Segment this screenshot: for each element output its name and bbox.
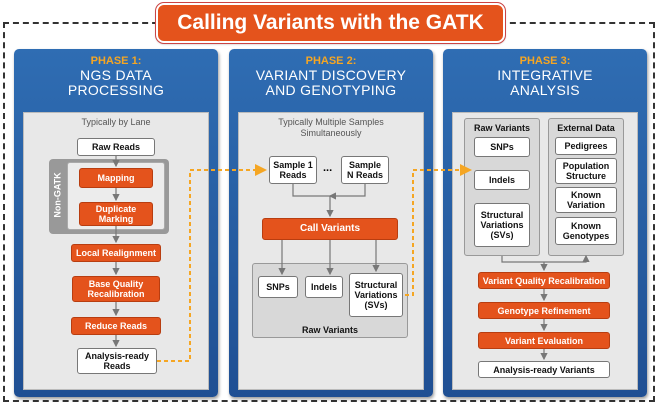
p3-raw-variants-title: Raw Variants [473, 123, 531, 133]
structural-variations-box: Structural Variations (SVs) [349, 273, 403, 317]
p3-snps-box: SNPs [474, 137, 530, 157]
phase-2-label: PHASE 2: [305, 55, 357, 67]
local-realignment-box: Local Realignment [71, 244, 161, 262]
p3-indels-box: Indels [474, 170, 530, 190]
duplicate-marking-box: Duplicate Marking [79, 202, 153, 226]
external-data-title: External Data [557, 123, 615, 133]
sample-1-reads-box: Sample 1 Reads [269, 156, 317, 184]
variant-quality-recalibration-box: Variant Quality Recalibration [478, 272, 610, 289]
diagram-title: Calling Variants with the GATK [155, 2, 506, 44]
genotype-refinement-box: Genotype Refinement [478, 302, 610, 319]
raw-variants-label: Raw Variants [301, 325, 359, 335]
indels-box: Indels [305, 276, 343, 298]
phase-3-label: PHASE 3: [519, 55, 571, 67]
known-genotypes-box: Known Genotypes [555, 217, 617, 245]
call-variants-box: Call Variants [262, 218, 398, 240]
analysis-ready-variants-box: Analysis-ready Variants [478, 361, 610, 378]
phase-1-label: PHASE 1: [90, 55, 142, 67]
known-variation-box: Known Variation [555, 187, 617, 213]
analysis-ready-reads-box: Analysis-ready Reads [77, 348, 157, 374]
samples-ellipsis: ... [323, 162, 333, 174]
pedigrees-box: Pedigrees [555, 137, 617, 155]
phase2-to-phase3-link [405, 164, 472, 296]
variant-evaluation-box: Variant Evaluation [478, 332, 610, 349]
snps-box: SNPs [258, 276, 298, 298]
phase1-to-phase2-link [157, 164, 267, 362]
arrow-sources-to-vqsr [501, 254, 590, 263]
arrow-samplen-merge [328, 184, 366, 200]
arrow-samples-to-call [292, 184, 334, 218]
population-structure-box: Population Structure [555, 158, 617, 184]
reduce-reads-box: Reduce Reads [71, 317, 161, 335]
raw-reads-box: Raw Reads [77, 138, 155, 156]
p3-structural-variations-box: Structural Variations (SVs) [474, 203, 530, 247]
mapping-box: Mapping [79, 168, 153, 188]
phase-1-note: Typically by Lane [81, 117, 151, 127]
base-quality-recalibration-box: Base Quality Recalibration [72, 276, 160, 302]
sample-n-reads-box: Sample N Reads [341, 156, 389, 184]
